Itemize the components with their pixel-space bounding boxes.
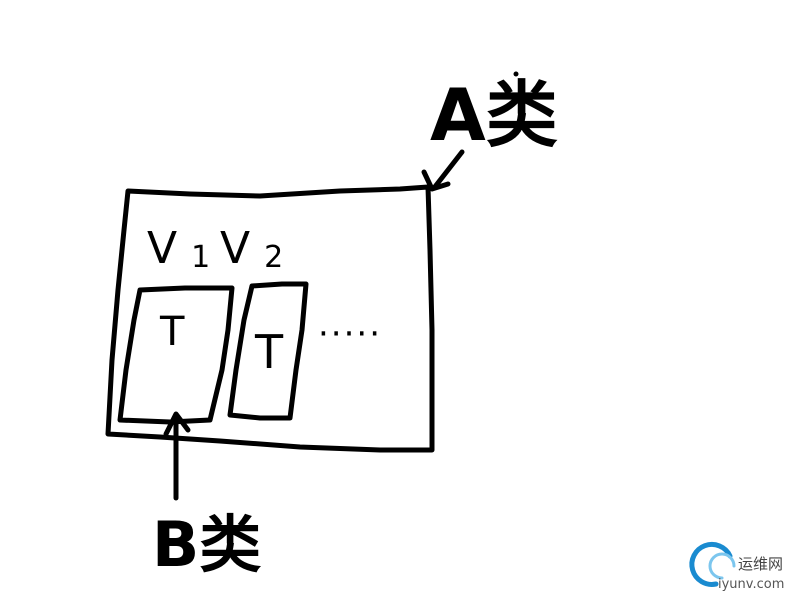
watermark-swirl-inner-icon xyxy=(708,552,736,580)
label-class-b: B类 xyxy=(152,508,261,581)
stray-dot xyxy=(513,71,519,77)
label-v2: V 2 xyxy=(220,223,283,275)
label-class-a: A类 xyxy=(430,73,558,157)
arrow-head-class-b xyxy=(163,411,191,437)
label-t-right: T xyxy=(254,325,284,379)
watermark-url: iyunv.com xyxy=(718,577,784,592)
outer-box-class-a xyxy=(105,184,435,453)
watermark-site-name: 运维网 xyxy=(738,555,783,573)
watermark-logo: 运维网 iyunv.com xyxy=(689,541,784,592)
inner-box-t2 xyxy=(227,281,309,421)
label-v1: V 1 xyxy=(147,223,210,275)
watermark-swirl-icon xyxy=(689,541,733,587)
label-ellipsis: ····· xyxy=(318,314,382,354)
arrow-to-class-a xyxy=(431,149,465,191)
inner-box-t1 xyxy=(117,285,235,425)
arrow-head-class-a xyxy=(421,169,451,192)
label-t-left: T xyxy=(159,309,185,355)
